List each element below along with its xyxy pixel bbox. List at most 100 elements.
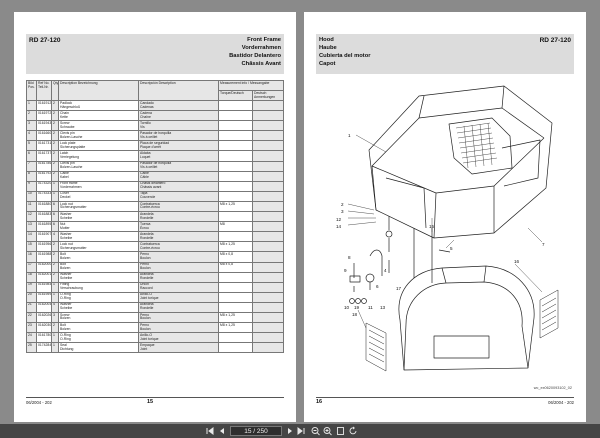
cell-pos: 16 <box>26 251 37 263</box>
callout-10: 10 <box>344 305 350 310</box>
right-title-en: Hood <box>319 37 334 43</box>
cell-pos: 19 <box>26 281 37 293</box>
cell-qty: 2 <box>51 130 59 142</box>
cell-qty: 3 <box>51 311 59 324</box>
cell-torque: M8 <box>218 221 253 233</box>
cell-qty: 2 <box>51 110 59 122</box>
cell-qty: 1 <box>51 291 59 303</box>
cell-torque <box>218 110 253 122</box>
cell-pos: 15 <box>26 241 37 253</box>
last-page-icon[interactable] <box>297 426 305 436</box>
cell-pos: 1 <box>26 99 37 112</box>
cell-remark <box>251 211 285 223</box>
cell-partno: 0161895 <box>36 221 52 233</box>
callout-9: 9 <box>344 268 347 273</box>
parts-table-header: Bild Pos. Ref No. Teil-Nr. Qty. Descript… <box>26 80 285 101</box>
left-page-number: 15 <box>147 399 154 405</box>
right-page-header: Hood Haube Cubierta del motor Capot RD 2… <box>316 34 574 74</box>
header-measure: Measurement info / Messangabe <box>217 80 285 91</box>
cell-qty: 4 <box>51 231 59 243</box>
cell-remark <box>251 281 285 293</box>
cell-remark <box>251 261 285 273</box>
left-title-es: Bastidor Delantero <box>229 53 281 59</box>
cell-pos: 11 <box>26 200 37 213</box>
next-page-icon[interactable] <box>286 426 294 436</box>
callout-14: 14 <box>336 224 342 229</box>
cell-partno: 0161792 <box>36 170 52 182</box>
callout-4: 4 <box>384 268 387 273</box>
cell-torque <box>218 150 253 162</box>
cell-pos: 25 <box>26 342 37 354</box>
prev-page-icon[interactable] <box>218 426 226 436</box>
side-grille-left <box>365 322 387 372</box>
cell-torque <box>218 160 253 172</box>
cell-remark <box>251 241 285 253</box>
hood-upper-outline <box>368 85 553 239</box>
cell-qty: 1 <box>51 332 59 344</box>
leader-lines <box>347 134 543 329</box>
hood-vent-grille <box>455 122 498 169</box>
zoom-in-icon[interactable] <box>323 426 332 436</box>
cell-partno: 0174333 <box>36 190 52 202</box>
cell-remark <box>251 221 285 233</box>
cell-pos: 18 <box>26 271 37 283</box>
cell-torque <box>218 291 253 303</box>
cell-pos: 13 <box>26 221 37 233</box>
viewer-toolbar: 15 / 250 <box>0 424 600 438</box>
cell-torque <box>218 130 253 142</box>
cell-torque <box>218 211 253 223</box>
cell-torque: M8 x 0,8 <box>218 251 253 263</box>
callout-1: 1 <box>348 133 351 138</box>
cell-qty: 2 <box>51 271 59 283</box>
cell-pos: 2 <box>26 110 37 122</box>
cell-torque <box>218 342 253 354</box>
callout-7: 7 <box>542 242 545 247</box>
first-page-icon[interactable] <box>206 426 214 436</box>
left-title-en: Front Frame <box>247 37 281 43</box>
cell-partno: 0162000 <box>36 261 52 273</box>
callout-17: 17 <box>396 286 402 291</box>
cell-pos: 6 <box>26 150 37 162</box>
cell-qty: 2 <box>51 170 59 182</box>
cell-qty: 2 <box>51 261 59 273</box>
cell-partno: 0161786 <box>36 160 52 172</box>
cell-qty: 4 <box>51 301 59 313</box>
callout-3: 3 <box>341 209 344 214</box>
cell-pos: 22 <box>26 311 37 324</box>
hood-lower-outline <box>398 265 535 371</box>
right-footer-code: 06/2004 - 202 <box>548 400 574 405</box>
cell-qty: 2 <box>51 120 59 132</box>
callout-16: 16 <box>514 259 520 264</box>
left-title-de: Vorderrahmen <box>241 45 281 51</box>
right-footer-rule <box>316 397 574 398</box>
cell-torque <box>218 99 253 112</box>
cell-remark <box>251 200 285 213</box>
cell-pos: 8 <box>26 170 37 182</box>
cell-partno: 0161912 <box>36 99 52 112</box>
fit-page-icon[interactable] <box>336 426 345 436</box>
zoom-out-icon[interactable] <box>311 426 320 436</box>
page-number-field[interactable]: 15 / 250 <box>230 426 282 436</box>
rotate-icon[interactable] <box>349 426 358 436</box>
